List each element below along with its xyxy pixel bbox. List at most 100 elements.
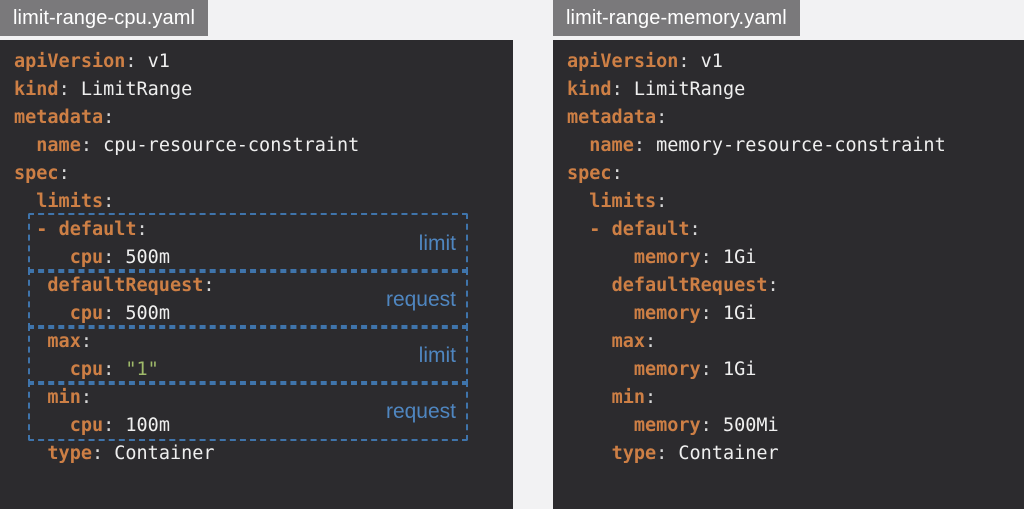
- code-line: type: Container: [553, 440, 1024, 468]
- yaml-colon: :: [633, 135, 657, 156]
- yaml-value: Container: [114, 443, 215, 464]
- yaml-value: 100m: [125, 415, 170, 436]
- code-line: memory: 1Gi: [553, 356, 1024, 384]
- yaml-colon: :: [611, 79, 634, 100]
- code-line: type: Container: [0, 440, 513, 468]
- indent-space: [567, 359, 634, 380]
- code-line: - default:: [0, 216, 513, 244]
- indent-space: [567, 443, 612, 464]
- yaml-colon: :: [136, 219, 148, 240]
- code-line: max:: [0, 328, 513, 356]
- code-line: - default:: [553, 216, 1024, 244]
- yaml-colon: :: [767, 275, 779, 296]
- code-line: spec:: [0, 160, 513, 188]
- indent-space: [567, 247, 634, 268]
- indent-space: [14, 219, 36, 240]
- code-line: min:: [0, 384, 513, 412]
- code-line: apiVersion: v1: [553, 48, 1024, 76]
- yaml-colon: :: [125, 51, 148, 72]
- yaml-colon: :: [203, 275, 215, 296]
- indent-space: [14, 247, 70, 268]
- yaml-colon: :: [644, 387, 657, 408]
- list-dash: -: [36, 219, 59, 240]
- code-line: name: cpu-resource-constraint: [0, 132, 513, 160]
- list-dash: -: [589, 219, 612, 240]
- yaml-colon: :: [700, 303, 723, 324]
- indent-space: [567, 331, 612, 352]
- yaml-value: LimitRange: [633, 79, 746, 100]
- yaml-key: default: [58, 219, 137, 240]
- yaml-value: LimitRange: [80, 79, 193, 100]
- yaml-colon: :: [103, 191, 115, 212]
- yaml-colon: :: [103, 359, 126, 380]
- yaml-key: min: [47, 387, 81, 408]
- yaml-value: Container: [678, 443, 779, 464]
- indent-space: [14, 387, 47, 408]
- code-line: kind: LimitRange: [0, 76, 513, 104]
- yaml-key: kind: [14, 79, 59, 100]
- yaml-key: metadata: [14, 107, 104, 128]
- yaml-colon: :: [644, 331, 657, 352]
- yaml-colon: :: [656, 191, 668, 212]
- indent-space: [567, 303, 634, 324]
- yaml-value: memory-resource-constraint: [656, 135, 946, 156]
- file-tab-memory-label: limit-range-memory.yaml: [566, 7, 787, 29]
- indent-space: [567, 415, 634, 436]
- yaml-colon: :: [103, 107, 115, 128]
- indent-space: [567, 191, 589, 212]
- indent-space: [14, 303, 70, 324]
- indent-space: [14, 275, 47, 296]
- yaml-key: defaultRequest: [611, 275, 768, 296]
- yaml-key: apiVersion: [14, 51, 126, 72]
- yaml-colon: :: [700, 415, 723, 436]
- indent-space: [567, 387, 612, 408]
- code-line: metadata:: [0, 104, 513, 132]
- yaml-colon: :: [58, 163, 70, 184]
- yaml-key: min: [611, 387, 645, 408]
- code-line: max:: [553, 328, 1024, 356]
- code-line: min:: [553, 384, 1024, 412]
- yaml-key: name: [589, 135, 634, 156]
- indent-space: [567, 135, 589, 156]
- yaml-key: cpu: [69, 247, 104, 268]
- yaml-key: max: [611, 331, 645, 352]
- yaml-key: limits: [36, 191, 104, 212]
- file-tab-cpu[interactable]: limit-range-cpu.yaml: [0, 0, 209, 36]
- yaml-key: type: [611, 443, 657, 464]
- code-line: defaultRequest:: [0, 272, 513, 300]
- yaml-key: default: [611, 219, 690, 240]
- code-line: memory: 500Mi: [553, 412, 1024, 440]
- yaml-value: 500m: [125, 303, 170, 324]
- yaml-key: defaultRequest: [47, 275, 204, 296]
- yaml-colon: :: [91, 443, 115, 464]
- yaml-key: spec: [14, 163, 59, 184]
- yaml-key: metadata: [567, 107, 657, 128]
- yaml-value: 500m: [125, 247, 170, 268]
- yaml-key: kind: [567, 79, 612, 100]
- yaml-value: v1: [700, 51, 723, 72]
- indent-space: [567, 219, 589, 240]
- indent-space: [14, 415, 70, 436]
- indent-space: [14, 443, 47, 464]
- yaml-key: cpu: [69, 359, 104, 380]
- file-tab-memory[interactable]: limit-range-memory.yaml: [553, 0, 800, 36]
- yaml-colon: :: [611, 163, 623, 184]
- yaml-colon: :: [103, 247, 126, 268]
- yaml-colon: :: [58, 79, 81, 100]
- code-line: cpu: "1": [0, 356, 513, 384]
- code-line: cpu: 500m: [0, 300, 513, 328]
- yaml-colon: :: [103, 415, 126, 436]
- yaml-key: spec: [567, 163, 612, 184]
- yaml-colon: :: [678, 51, 701, 72]
- yaml-value: 1Gi: [722, 359, 757, 380]
- yaml-value: 500Mi: [722, 415, 779, 436]
- yaml-colon: :: [80, 135, 104, 156]
- yaml-value: 1Gi: [722, 303, 757, 324]
- code-line: apiVersion: v1: [0, 48, 513, 76]
- code-line: limits:: [553, 188, 1024, 216]
- yaml-key: memory: [633, 247, 701, 268]
